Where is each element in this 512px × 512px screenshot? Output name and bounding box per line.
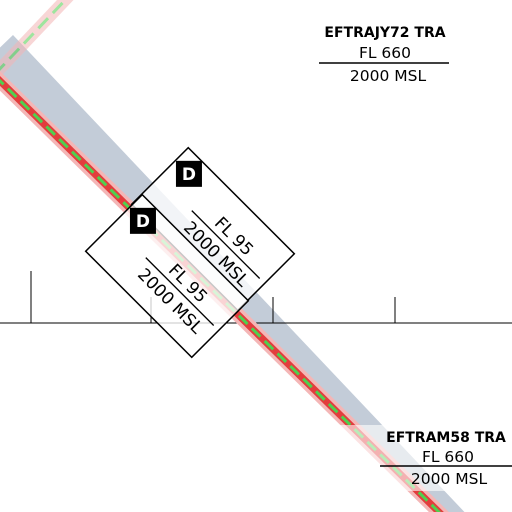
zone-limit-divider [145, 257, 215, 326]
area-lower-limit: 2000 MSL [350, 67, 427, 85]
area-name: EFTRAM58 TRA [386, 430, 506, 446]
danger-area-icon-letter: D [182, 165, 196, 185]
danger-area-d-icon: D [175, 160, 202, 187]
area-name: EFTRAJY72 TRA [324, 25, 445, 41]
area-upper-limit: FL 660 [359, 44, 411, 62]
zone-label-box [84, 193, 250, 359]
area-label-backdrop [318, 425, 512, 491]
area-label-lower[interactable]: EFTRAM58 TRA FL 660 2000 MSL [380, 430, 512, 488]
area-lower-limit: 2000 MSL [411, 470, 488, 488]
zone-limit-divider [191, 210, 261, 279]
route-segment-faded [0, 0, 74, 78]
danger-area-d-icon: D [129, 207, 156, 234]
danger-area-icon-letter: D [136, 212, 150, 232]
area-upper-limit: FL 660 [422, 448, 474, 466]
area-label-upper[interactable]: EFTRAJY72 TRA FL 660 2000 MSL [319, 25, 449, 85]
